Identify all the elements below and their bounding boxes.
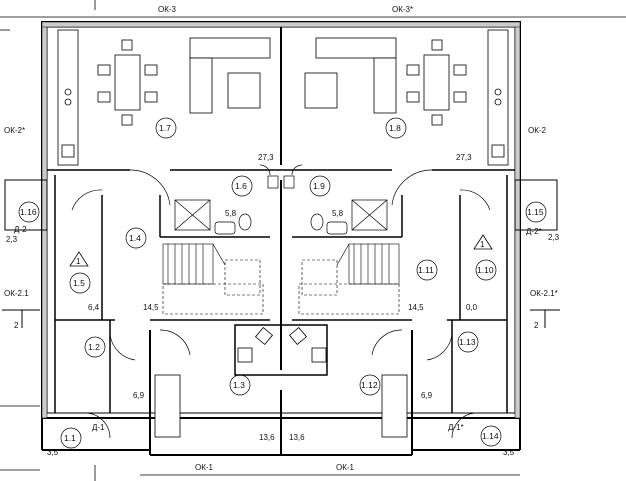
area-bath-left: 5,8 <box>225 209 237 218</box>
room-tags <box>18 117 547 449</box>
study-furniture <box>154 326 408 438</box>
door-swings <box>71 164 491 439</box>
room-1-9: 1.9 <box>313 181 325 191</box>
bathroom-fixtures <box>174 175 388 235</box>
door-label-right: Д-2* <box>526 227 542 236</box>
room-1-8: 1.8 <box>389 123 401 133</box>
section-mark-right: 2 <box>534 321 539 330</box>
window-label-left: ОК-2* <box>4 126 25 135</box>
sofas <box>189 37 397 114</box>
stair-marker-left: 1 <box>76 257 81 266</box>
area-terrace-right: 2,3 <box>548 233 560 242</box>
area-hall-left: 14,5 <box>143 303 159 312</box>
area-study-left: 13,6 <box>259 433 275 442</box>
area-living-right: 27,3 <box>456 153 472 162</box>
room-1-2: 1.2 <box>88 342 100 352</box>
area-bath-right: 5,8 <box>332 209 344 218</box>
area-living-left: 27,3 <box>258 153 274 162</box>
room-1-1: 1.1 <box>64 433 76 443</box>
window-label-right: ОК-2 <box>528 126 547 135</box>
area-store-left: 6,9 <box>133 391 145 400</box>
room-1-15: 1.15 <box>527 207 544 217</box>
staircase-right <box>298 243 400 315</box>
terraces <box>4 179 558 231</box>
staircase-left <box>162 243 264 315</box>
section-mark-left: 2 <box>14 321 19 330</box>
window-label-bottom-right: ОК-1 <box>336 463 355 472</box>
door-label-left: Д-2 <box>14 225 27 234</box>
window-label-side-right: ОК-2.1* <box>530 289 558 298</box>
section-arrows <box>2 309 560 328</box>
door-label-bottom-left: Д-1 <box>92 423 105 432</box>
room-1-5: 1.5 <box>73 278 85 288</box>
room-1-10: 1.10 <box>477 265 494 275</box>
stair-marker-right: 1 <box>480 240 485 249</box>
area-hall-right: 14,5 <box>408 303 424 312</box>
area-boiler-right: 0,0 <box>466 303 478 312</box>
kitchen-counters <box>57 29 509 166</box>
room-1-3: 1.3 <box>233 380 245 390</box>
room-1-6: 1.6 <box>235 181 247 191</box>
area-porch-left: 3,5 <box>47 448 59 457</box>
area-study-right: 13,6 <box>289 433 305 442</box>
window-label-side-left: ОК-2.1 <box>4 289 29 298</box>
window-label-top-right: ОК-3* <box>392 5 413 14</box>
area-terrace-left: 2,3 <box>6 235 18 244</box>
room-1-16: 1.16 <box>20 207 37 217</box>
room-1-7: 1.7 <box>159 123 171 133</box>
area-porch-right: 3,5 <box>503 448 515 457</box>
area-store-right: 6,9 <box>421 391 433 400</box>
wall-hatching <box>41 21 521 419</box>
window-label-bottom-left: ОК-1 <box>195 463 214 472</box>
area-boiler-left: 6,4 <box>88 303 100 312</box>
room-1-4: 1.4 <box>129 233 141 243</box>
room-1-13: 1.13 <box>459 337 476 347</box>
door-label-bottom-right: Д-1* <box>448 423 464 432</box>
level-triangles <box>69 234 493 267</box>
window-label-top-left: ОК-3 <box>158 5 177 14</box>
room-1-12: 1.12 <box>361 380 378 390</box>
room-1-11: 1.11 <box>418 265 434 275</box>
room-1-14: 1.14 <box>482 431 499 441</box>
dining-tables <box>97 39 467 126</box>
